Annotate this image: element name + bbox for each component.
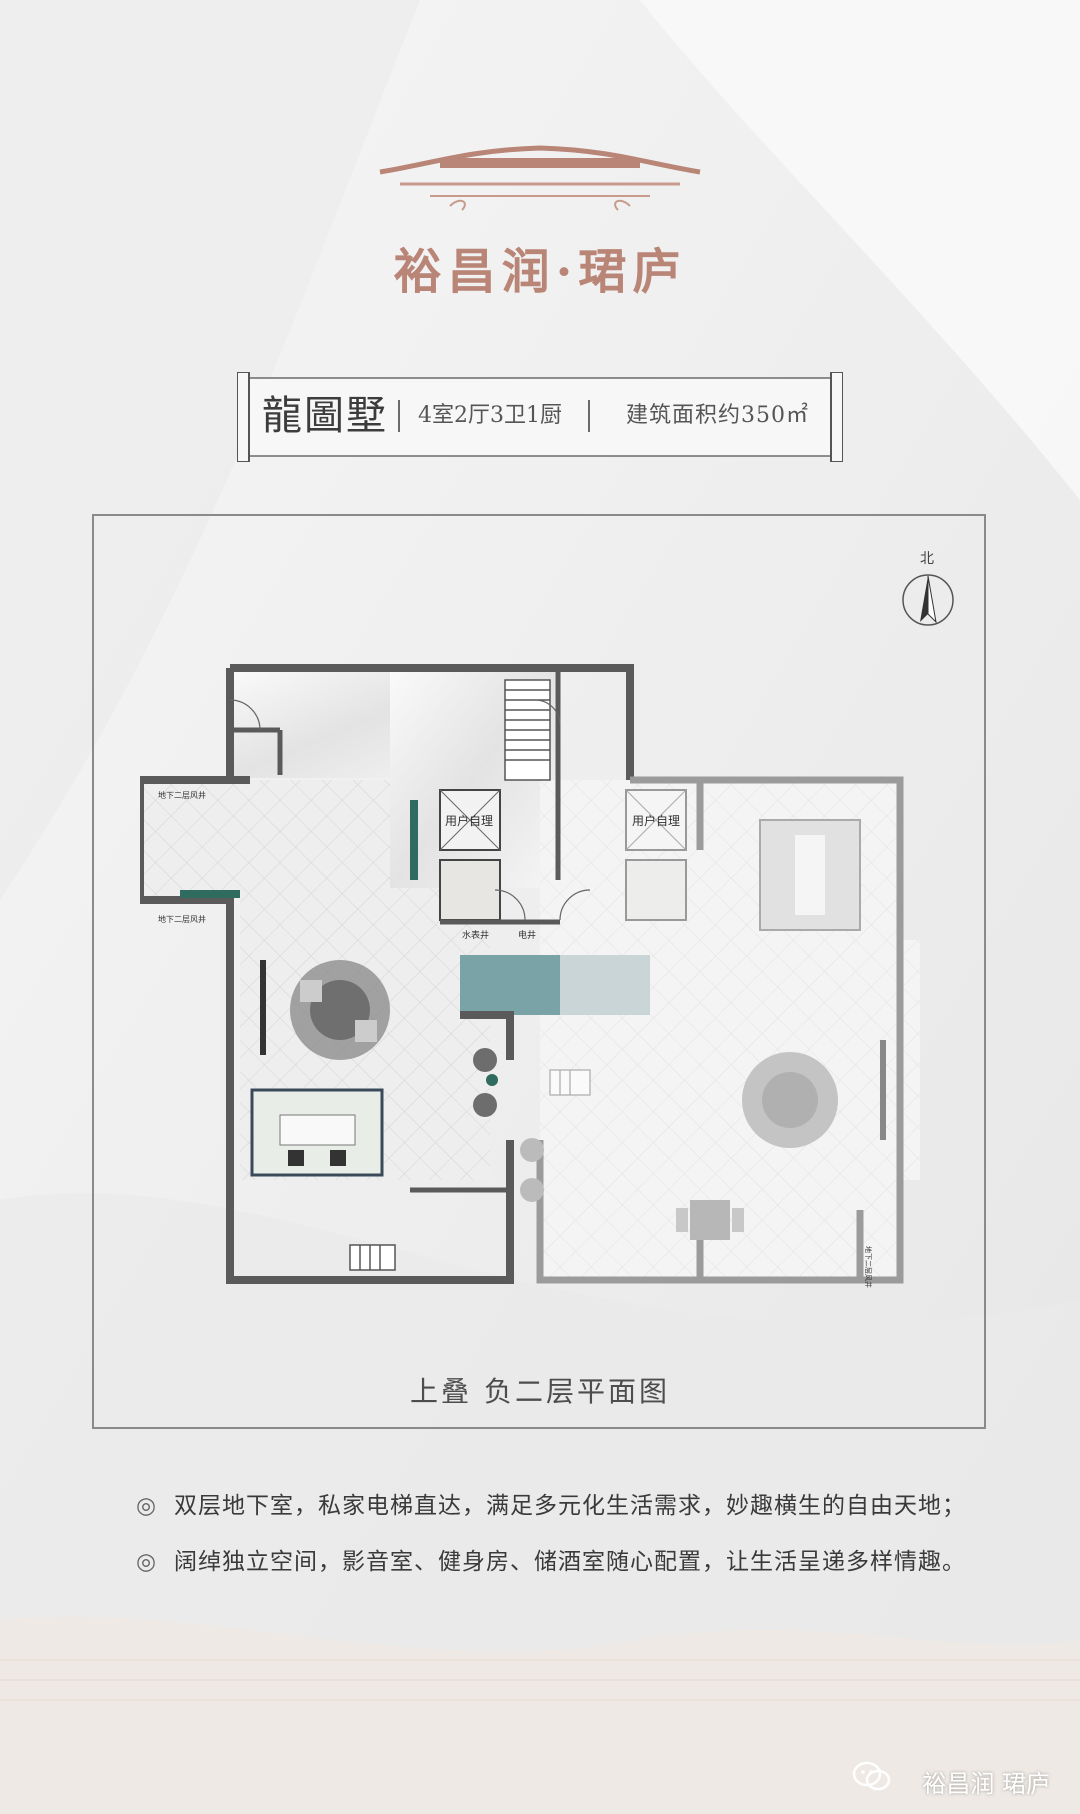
model-name: 龍圖墅 (262, 393, 388, 439)
compass-icon (902, 574, 954, 626)
banner-divider (588, 400, 590, 432)
room-label-electric-well: 电井 (518, 929, 536, 941)
plan-caption: 上叠 负二层平面图 (410, 1375, 670, 1408)
room-label-elevator-left: 用户自理 (445, 813, 493, 828)
floor-plan: 用户自理 用户自理 水表井 电井 地下二层风井 地下二层风井 地下二层风井 (140, 664, 920, 1288)
room-label-shaft-right: 地下二层风井 (864, 1246, 873, 1288)
bullet-icon: ◎ (136, 1493, 158, 1519)
room-label-elevator-right: 用户自理 (632, 813, 680, 828)
room-label-shaft-2: 地下二层风井 (158, 914, 206, 924)
room-label-shaft-1: 地下二层风井 (158, 790, 206, 800)
wechat-icon (852, 1761, 891, 1791)
banner-divider (398, 400, 400, 432)
description-text-2: 阔绰独立空间，影音室、健身房、储酒室随心配置，让生活呈递多样情趣。 (174, 1549, 966, 1575)
title-scroll (237, 372, 843, 462)
brand-logo-icon (379, 145, 701, 211)
description-line-2: ◎ 阔绰独立空间，影音室、健身房、储酒室随心配置，让生活呈递多样情趣。 (136, 1542, 966, 1576)
description-line-1: ◎ 双层地下室，私家电梯直达，满足多元化生活需求，妙趣横生的自由天地； (136, 1486, 966, 1520)
floor-area: 建筑面积约350㎡ (626, 403, 809, 428)
watermark-text: 裕昌润 珺庐 (922, 1770, 1050, 1798)
room-label-water-well: 水表井 (462, 929, 489, 941)
floor-plan-frame (92, 514, 986, 1429)
north-label: 北 (920, 551, 934, 567)
bullet-icon: ◎ (136, 1549, 158, 1575)
description-text-1: 双层地下室，私家电梯直达，满足多元化生活需求，妙趣横生的自由天地； (174, 1493, 966, 1519)
brand-title: 裕昌润·珺庐 (393, 244, 687, 300)
room-count: 4室2厅3卫1厨 (418, 403, 562, 428)
